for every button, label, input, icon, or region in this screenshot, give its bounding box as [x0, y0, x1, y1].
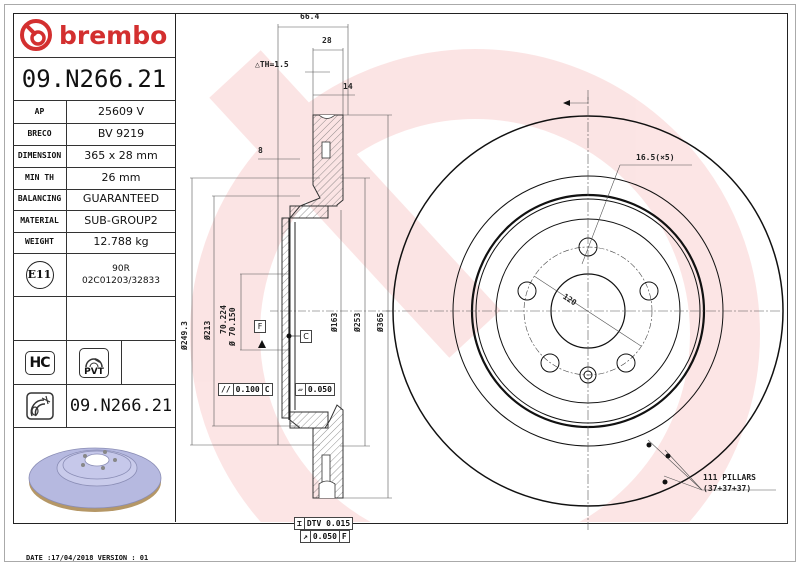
- spec-row-min-th: MIN TH 26 mm: [13, 167, 175, 190]
- spec-value: GUARANTEED: [82, 192, 160, 206]
- spec-key: BALANCING: [13, 188, 67, 210]
- approval-row: E11 90R 02C01203/32833: [13, 253, 175, 297]
- datum-f: F: [254, 320, 266, 333]
- dim-thickness: 28: [322, 36, 332, 45]
- drawing-border: [4, 4, 796, 562]
- pad-part-number: 09.N266.21: [69, 396, 173, 416]
- spec-key: DIMENSION: [13, 145, 67, 167]
- hc-badge-icon: HC: [24, 350, 55, 375]
- spec-row-breco: BRECO BV 9219: [13, 123, 175, 146]
- spec-key: WEIGHT: [13, 231, 67, 253]
- spec-key: MIN TH: [13, 167, 67, 189]
- pillars-breakdown: (37+37+37): [703, 484, 752, 493]
- disc-3d-render: [28, 447, 162, 512]
- spec-value: 25609 V: [97, 105, 144, 119]
- dim-d253: Ø253: [353, 312, 362, 332]
- date-version: DATE :17/04/2018 VERSION : 01: [26, 554, 149, 562]
- tolerance-datum: F: [341, 532, 347, 541]
- spec-key: BRECO: [13, 123, 67, 145]
- tolerance-runout: ↗ 0.050 F: [300, 530, 350, 543]
- spec-key: MATERIAL: [13, 210, 67, 232]
- dtv-symbol: ⌶: [295, 518, 305, 529]
- dim-d249: Ø249.3: [180, 321, 189, 350]
- pillars-label: 111 PILLARS: [703, 473, 756, 482]
- brembo-watermark-icon: [190, 49, 760, 522]
- datum-c: C: [300, 330, 312, 343]
- spec-row-ap: AP 25609 V: [13, 101, 175, 124]
- front-view-drawing: [386, 90, 784, 530]
- pvt-disc-icon: [85, 357, 103, 367]
- dim-d163: Ø163: [330, 312, 339, 332]
- runout-symbol: ↗: [301, 531, 311, 542]
- spec-value: BV 9219: [97, 127, 145, 141]
- dim-d70-lower: Ø 70.150: [228, 307, 237, 346]
- pad-row: 09.N266.21: [13, 385, 175, 428]
- tolerance-value: 0.050: [307, 385, 332, 394]
- brand-name: brembo: [59, 20, 168, 50]
- drawing-frame: [13, 13, 788, 524]
- dim-d213: Ø213: [203, 320, 212, 340]
- hole-label: 16.5(×5): [636, 153, 675, 162]
- approval-line2: 02C01203/32833: [81, 275, 161, 286]
- dim-overall-width: 66.4: [300, 12, 320, 21]
- spec-value: SUB-GROUP2: [84, 214, 158, 228]
- tolerance-parallelism: // 0.100 C: [218, 383, 273, 396]
- spec-row-balancing: BALANCING GUARANTEED: [13, 188, 175, 211]
- tolerance-datum: C: [264, 385, 270, 394]
- spec-row-weight: WEIGHT 12.788 kg: [13, 231, 175, 254]
- pvt-badge-icon: PVT: [79, 347, 109, 378]
- tolerance-dtv: ⌶ DTV 0.015: [294, 517, 354, 530]
- spec-row-material: MATERIAL SUB-GROUP2: [13, 210, 175, 233]
- spec-value: 365 x 28 mm: [84, 149, 158, 163]
- e11-badge: E11: [25, 260, 54, 289]
- tolerance-value: 0.050: [311, 531, 340, 542]
- spec-value: 12.788 kg: [93, 235, 149, 249]
- dim-8: 8: [258, 146, 263, 155]
- info-panel: brembo 09.N266.21 AP 25609 V BRECO BV 92…: [13, 13, 176, 522]
- empty-row: [13, 297, 175, 341]
- tolerance-value: 0.100: [234, 384, 263, 395]
- dim-d70-upper: 70.224: [219, 305, 228, 334]
- dim-delta-th: △TH=1.5: [255, 60, 289, 69]
- tolerance-flatness: ▱ 0.050: [295, 383, 335, 396]
- pvt-label: PVT: [84, 366, 104, 377]
- section-view-drawing: [190, 24, 395, 499]
- spec-key: AP: [13, 101, 67, 123]
- parallel-symbol: //: [219, 384, 234, 395]
- tolerance-value: DTV 0.015: [306, 519, 351, 528]
- flatness-symbol: ▱: [296, 384, 306, 395]
- approval-line1: 90R: [112, 263, 130, 274]
- brand-row: brembo: [13, 13, 175, 58]
- brembo-logo-icon: [20, 19, 52, 51]
- feature-badges-row: HC PVT: [13, 341, 175, 385]
- spec-value: 26 mm: [101, 171, 141, 185]
- brake-pad-icon: [25, 392, 54, 420]
- part-number: 09.N266.21: [13, 58, 175, 101]
- spec-row-dimension: DIMENSION 365 x 28 mm: [13, 145, 175, 168]
- dim-14: 14: [343, 82, 353, 91]
